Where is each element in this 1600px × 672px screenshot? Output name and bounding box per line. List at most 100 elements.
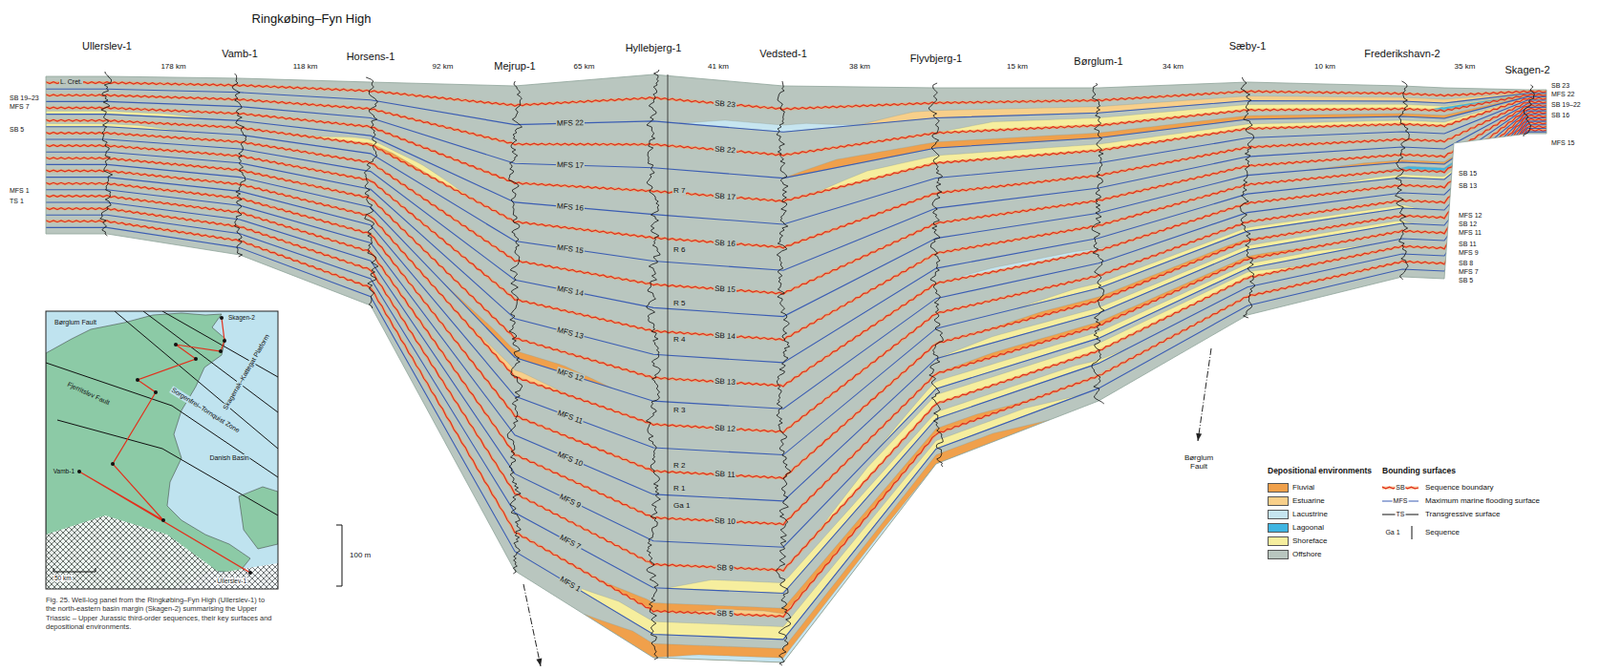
surface-label: TS 1 [9,197,24,206]
map-fault [143,311,278,413]
map-label: Vamb-1 [52,468,76,475]
surface-label: SB 13 [713,377,737,388]
map-label: Danish Basin [208,454,250,463]
sequence-boundary-glow [45,83,1547,110]
facies-lens [666,348,1130,595]
sequence-label: R 6 [672,245,686,255]
map-well [248,571,253,576]
sequence-label: R 1 [672,484,686,493]
surface-label: SB 15 [1457,170,1478,178]
legend-text: Sequence [1425,528,1460,537]
surface-label: MFS 1 [9,187,30,195]
fault-line [1197,348,1212,442]
map-label: 50 km [53,575,73,582]
fault-arrow [535,659,542,667]
map-well [193,357,198,362]
surface-label: SB 5 [1457,277,1474,285]
legend-sample-label: TS [1395,511,1407,519]
surface-label: MFS 7 [9,103,30,111]
well-log [645,69,661,661]
map-well [135,378,140,383]
map-label: Skagen-2 [227,314,256,321]
sequence-label: Ga 1 [672,501,691,511]
surface-label: MFS 22 [555,118,585,128]
legend-swatch [1267,523,1289,534]
surface-label: MFS 22 [1551,90,1576,99]
offshore-ground [45,74,1547,663]
surface-label: SB 5 [715,609,735,619]
flooding-surface [45,96,1547,178]
surface-label: SB 16 [713,237,737,249]
well-name: Vedsted-1 [759,47,808,61]
surface-label: SB 12 [713,424,737,435]
map-well [153,390,158,395]
surface-label: SB 11 [1457,240,1478,249]
well-name: Hyllebjerg-1 [625,42,683,55]
legend-text: Maximum marine flooding surface [1425,496,1540,506]
fault-arrow [1195,433,1202,442]
surface-label: SB 13 [1457,182,1478,191]
distance-label: 10 km [1314,62,1336,71]
flooding-surface [45,88,1547,132]
scale-label: 100 m [349,551,371,560]
surface-label: SB 9 [715,563,735,574]
surface-label: L. Cret. [59,78,84,86]
legend-swatch [1267,496,1289,507]
facies-lens [1371,147,1478,173]
well-log [100,71,113,236]
legend-swatch [1267,536,1289,547]
sequence-label: R 7 [672,186,686,195]
surface-label: SB 14 [713,330,737,342]
distance-label: 178 km [160,62,186,71]
legend-swatch [1267,483,1289,493]
legend-text: Lacustrine [1292,510,1328,519]
well-name: Mejrup-1 [493,60,535,73]
surface-label: MFS 15 [1551,139,1576,148]
well-logs [100,69,1536,666]
well-name: Ullerslev-1 [82,40,132,53]
map-label: Børglum Fault [53,319,98,327]
map-frame [45,311,278,590]
distance-label: 34 km [1162,62,1184,71]
location-map [45,311,278,590]
surface-label: MFS 9 [1457,249,1480,257]
map-well [173,342,178,347]
legend-sample-label: SB [1394,484,1406,492]
section-outline [45,74,1547,663]
distance-label: 41 km [707,62,729,71]
sequence-label: R 5 [672,298,686,308]
surface-label: SB 12 [1457,220,1478,229]
sequence-label: R 4 [672,335,686,344]
surface-label: SB 19–23 [9,94,40,103]
distance-label: 38 km [849,62,871,71]
well-log [363,77,378,309]
well-log [928,83,943,468]
distance-label: 35 km [1454,62,1476,71]
legend-text: Shoreface [1292,536,1327,546]
map-high [45,515,278,590]
well-log [507,81,523,575]
map-well [161,518,166,523]
surface-label: SB 5 [9,126,24,134]
legend-text: Lagoonal [1292,523,1324,533]
sequence-label: R 2 [672,461,686,470]
surface-label: SB 19–22 [1551,101,1581,109]
map-well [218,349,223,354]
sequence-label: R 3 [672,405,686,415]
legend-text: Offshore [1292,550,1323,559]
map-fault [57,420,278,516]
legend-swatch [1267,550,1289,560]
legend-swatch [1267,510,1289,520]
legend-text: Sequence boundary [1425,483,1494,492]
well-log [232,73,247,257]
distance-label: 118 km [293,62,319,71]
fault-label: Børglum Fault [1175,453,1222,471]
flooding-surface [45,131,1547,640]
facies-lens [570,394,1083,640]
flooding-surface [45,128,1547,594]
sequence-boundary [45,107,1547,341]
surface-label: SB 15 [713,284,737,296]
map-scale-bar [53,568,96,573]
surface-label: MFS 11 [1457,229,1483,237]
